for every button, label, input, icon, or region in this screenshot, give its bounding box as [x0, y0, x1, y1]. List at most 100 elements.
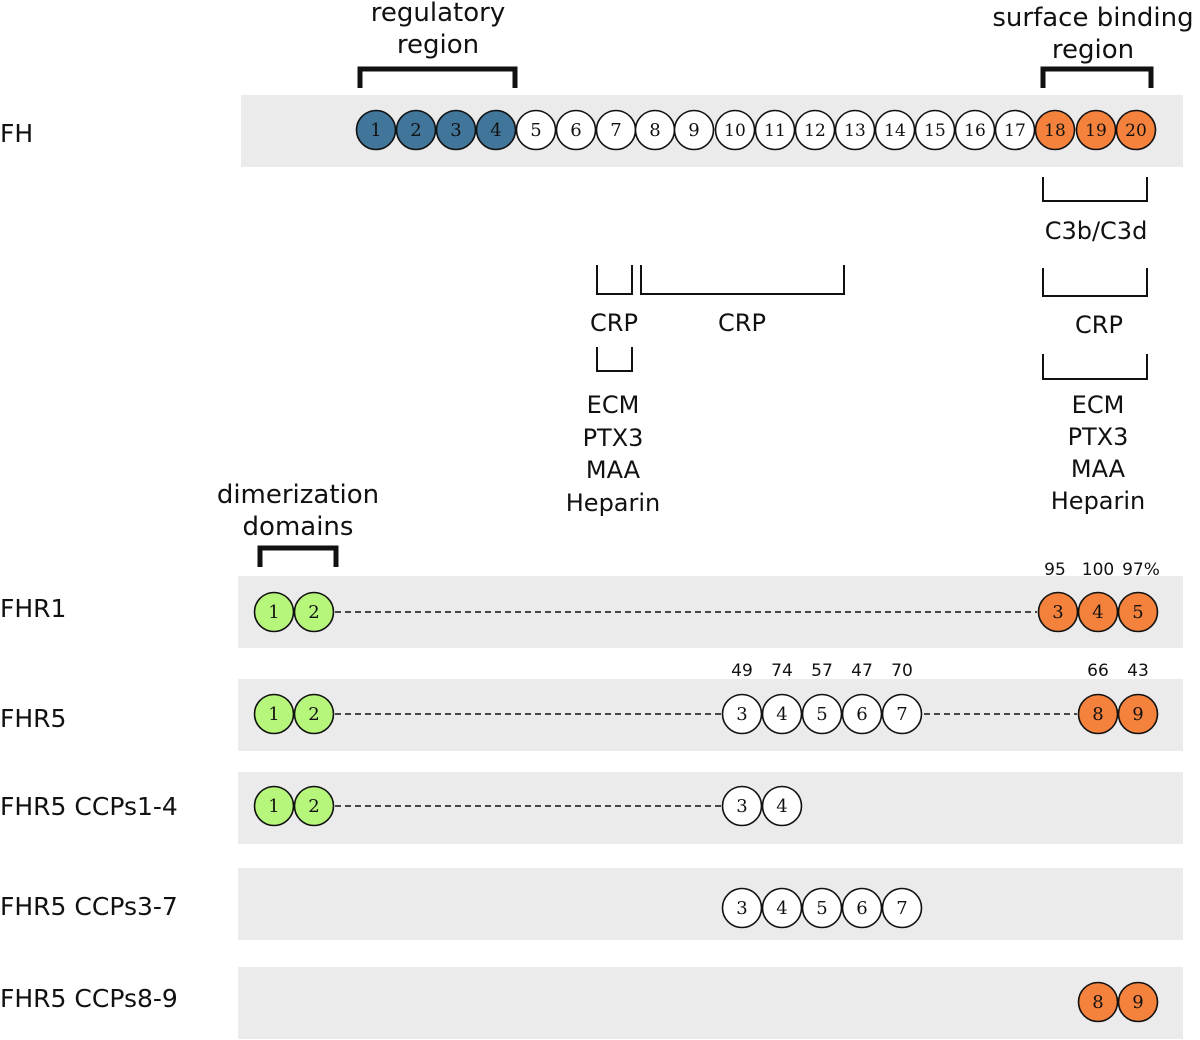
fh-domain-6: [555, 109, 597, 151]
fhr1-domain-2: [293, 591, 335, 633]
fh-domain-18-label: 18: [1044, 121, 1066, 141]
fhr5-domain-8-label: 8: [1092, 704, 1103, 725]
dimerization-domains-label-line2: domains: [243, 512, 354, 542]
fhr1-domain-5: [1117, 591, 1159, 633]
fhr5-ccps3-7-domain-7-label: 7: [896, 898, 907, 919]
row-label-fh: FH: [0, 119, 33, 148]
fh-domain-2: [395, 109, 437, 151]
fhr5-domain-4-label: 4: [776, 704, 787, 725]
fhr5-ccps3-7-domain-3: [721, 887, 763, 929]
crp-label-small: CRP: [590, 309, 638, 337]
fhr5-identity-0: 49: [731, 661, 753, 681]
fh-domain-11: [754, 109, 796, 151]
ligand-right-maa: MAA: [1071, 455, 1126, 483]
fhr5-ccps3-7-domain-6: [841, 887, 883, 929]
crp-bracket-wide: [640, 265, 845, 295]
fhr5-domain-6-label: 6: [856, 704, 867, 725]
fhr5-domain-1: [253, 693, 295, 735]
fhr5-ccps3-7-domain-7: [881, 887, 923, 929]
binding-labels: C3b/C3d CRP CRP CRP ECM PTX3 MAA Heparin…: [566, 217, 1148, 517]
fhr5-domain-1-label: 1: [268, 704, 279, 725]
fh-domain-11-label: 11: [764, 121, 786, 141]
fhr5-identity-2: 57: [811, 661, 833, 681]
ligand-right-ecm: ECM: [1072, 391, 1125, 419]
fh-domain-13-label: 13: [844, 121, 866, 141]
fhr5-domain-7: [881, 693, 923, 735]
fhr5-domain-2-label: 2: [308, 704, 319, 725]
fhr5-domain-5-label: 5: [816, 704, 827, 725]
fhr5-domain-4: [761, 693, 803, 735]
fhr5-ccps8-9-domain-8-label: 8: [1092, 992, 1103, 1013]
crp-label-wide: CRP: [718, 309, 766, 337]
fh-domain-15-label: 15: [924, 121, 946, 141]
fhr5-identity-5: 66: [1087, 661, 1109, 681]
fh-domain-2-label: 2: [410, 120, 421, 141]
region-labels: regulatory region surface binding region…: [217, 0, 1194, 542]
dimerization-bracket: [257, 545, 339, 567]
fhr5-domain-5: [801, 693, 843, 735]
fhr1-domain-4: [1077, 591, 1119, 633]
ligand-mid-maa: MAA: [586, 456, 641, 484]
fh-domain-1-label: 1: [370, 120, 381, 141]
fhr5-ccps1-4-domain-1-label: 1: [268, 796, 279, 817]
linkers: [335, 611, 1077, 807]
fhr5-domain-8: [1077, 693, 1119, 735]
fhr5-identity-6: 43: [1127, 661, 1149, 681]
fhr5-domain-9-label: 9: [1132, 704, 1143, 725]
row-label-fhr5: FHR5: [0, 704, 66, 733]
fh-domain-17-label: 17: [1004, 121, 1026, 141]
fh-domain-12-label: 12: [804, 121, 826, 141]
fhr5-domain-2: [293, 693, 335, 735]
fh-domain-15: [914, 109, 956, 151]
regulatory-bracket: [357, 66, 518, 88]
fhr1-domain-5-label: 5: [1132, 602, 1143, 623]
fhr5-identity-3: 47: [851, 661, 873, 681]
fhr1-domain-3-label: 3: [1052, 602, 1063, 623]
regulatory-region-label-line1: regulatory: [371, 0, 505, 28]
fh-domain-16: [954, 109, 996, 151]
ligand-bracket-mid: [596, 347, 633, 372]
fh-domain-5-label: 5: [530, 120, 541, 141]
binding-brackets: [596, 177, 1148, 380]
fhr5-domain-3: [721, 693, 763, 735]
fhr5-band: [238, 679, 1183, 751]
fhr5-ccps3-7-domain-5: [801, 887, 843, 929]
ligand-bracket-right: [1042, 354, 1148, 380]
fhr1-domain-2-label: 2: [308, 602, 319, 623]
row-label-fhr5-ccps1-4: FHR5 CCPs1-4: [0, 792, 178, 821]
fhr5-identity-4: 70: [891, 661, 913, 681]
fh-domain-16-label: 16: [964, 121, 986, 141]
fh-domain-1: [355, 109, 397, 151]
dimerization-domains-label-line1: dimerization: [217, 480, 379, 510]
fh-domain-19: [1075, 109, 1117, 151]
c3b-bracket: [1042, 177, 1148, 202]
surface-binding-region-label-line1: surface binding: [992, 3, 1193, 33]
regulatory-region-label-line2: region: [397, 30, 479, 60]
fhr5-domain-9: [1117, 693, 1159, 735]
fhr5-identity-1: 74: [771, 661, 793, 681]
surface-binding-region-label-line2: region: [1052, 35, 1134, 65]
fhr5-ccps8-9-domain-9-label: 9: [1132, 992, 1143, 1013]
fhr1-domain-3: [1037, 591, 1079, 633]
identity-labels: 95 100 97% 49 74 57 47 70 66 43: [731, 560, 1160, 681]
fh-domain-7-label: 7: [610, 120, 621, 141]
fh-domain-13: [834, 109, 876, 151]
fhr5-ccps1-4-domain-2-label: 2: [308, 796, 319, 817]
fhr1-identity-1: 100: [1082, 560, 1114, 580]
fhr1-identity-2: 97%: [1122, 560, 1160, 580]
fhr5-ccps1-4-domain-4-label: 4: [776, 796, 787, 817]
ligand-mid-ecm: ECM: [587, 391, 640, 419]
fhr1-identity-0: 95: [1044, 560, 1066, 580]
fh-domain-3-label: 3: [450, 120, 461, 141]
fh-domain-8-label: 8: [649, 120, 660, 141]
fh-domain-12: [794, 109, 836, 151]
fhr5-ccps1-4-domain-1: [253, 785, 295, 827]
fhr5-ccps8-9-band: [238, 967, 1183, 1039]
fhr5-ccps3-7-band: [238, 868, 1183, 940]
fh-domain-10: [714, 109, 756, 151]
ligand-mid-heparin: Heparin: [566, 489, 661, 517]
fh-domain-6-label: 6: [570, 120, 581, 141]
crp-bracket-small: [596, 265, 633, 295]
